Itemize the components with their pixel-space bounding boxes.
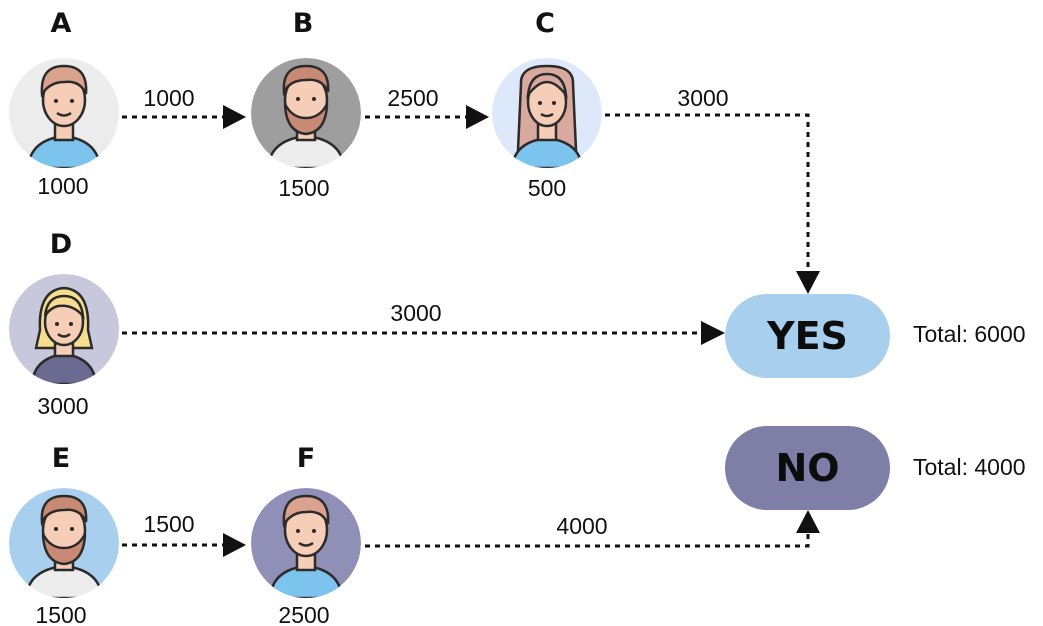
arrowhead-c-yes [796, 271, 820, 294]
node-d-label: D [49, 229, 73, 260]
edge-c-yes-line [605, 113, 810, 270]
edge-c-yes-label: 3000 [677, 85, 729, 111]
node-b-label: B [292, 8, 314, 39]
edge-d-yes-label: 3000 [390, 300, 442, 326]
arrowhead-e-f [223, 533, 246, 557]
edge-b-c-label: 2500 [387, 85, 439, 111]
edge-a-b-label: 1000 [143, 85, 195, 111]
node-e-value: 1500 [35, 602, 87, 626]
edge-e-f-label: 1500 [143, 511, 195, 537]
arrowhead-d-yes [701, 321, 725, 345]
node-c-label: C [535, 8, 555, 39]
node-a-label: A [50, 8, 72, 39]
edge-f-no-line [365, 532, 810, 548]
arrowhead-a-b [223, 105, 246, 129]
outcome-yes: YES [725, 294, 890, 378]
node-a-value: 1000 [37, 173, 89, 199]
yes-total: Total: 6000 [913, 321, 1026, 347]
outcome-no: NO [725, 426, 890, 510]
node-f-value: 2500 [278, 602, 330, 626]
node-e-label: E [51, 443, 71, 474]
node-c-value: 500 [527, 175, 567, 201]
node-b-value: 1500 [278, 175, 330, 201]
arrowhead-f-no [796, 510, 820, 533]
node-d-value: 3000 [37, 393, 89, 419]
node-f-label: F [296, 443, 316, 474]
arrowhead-b-c [466, 105, 489, 129]
no-total: Total: 4000 [913, 454, 1026, 480]
edge-f-no-label: 4000 [556, 513, 608, 539]
